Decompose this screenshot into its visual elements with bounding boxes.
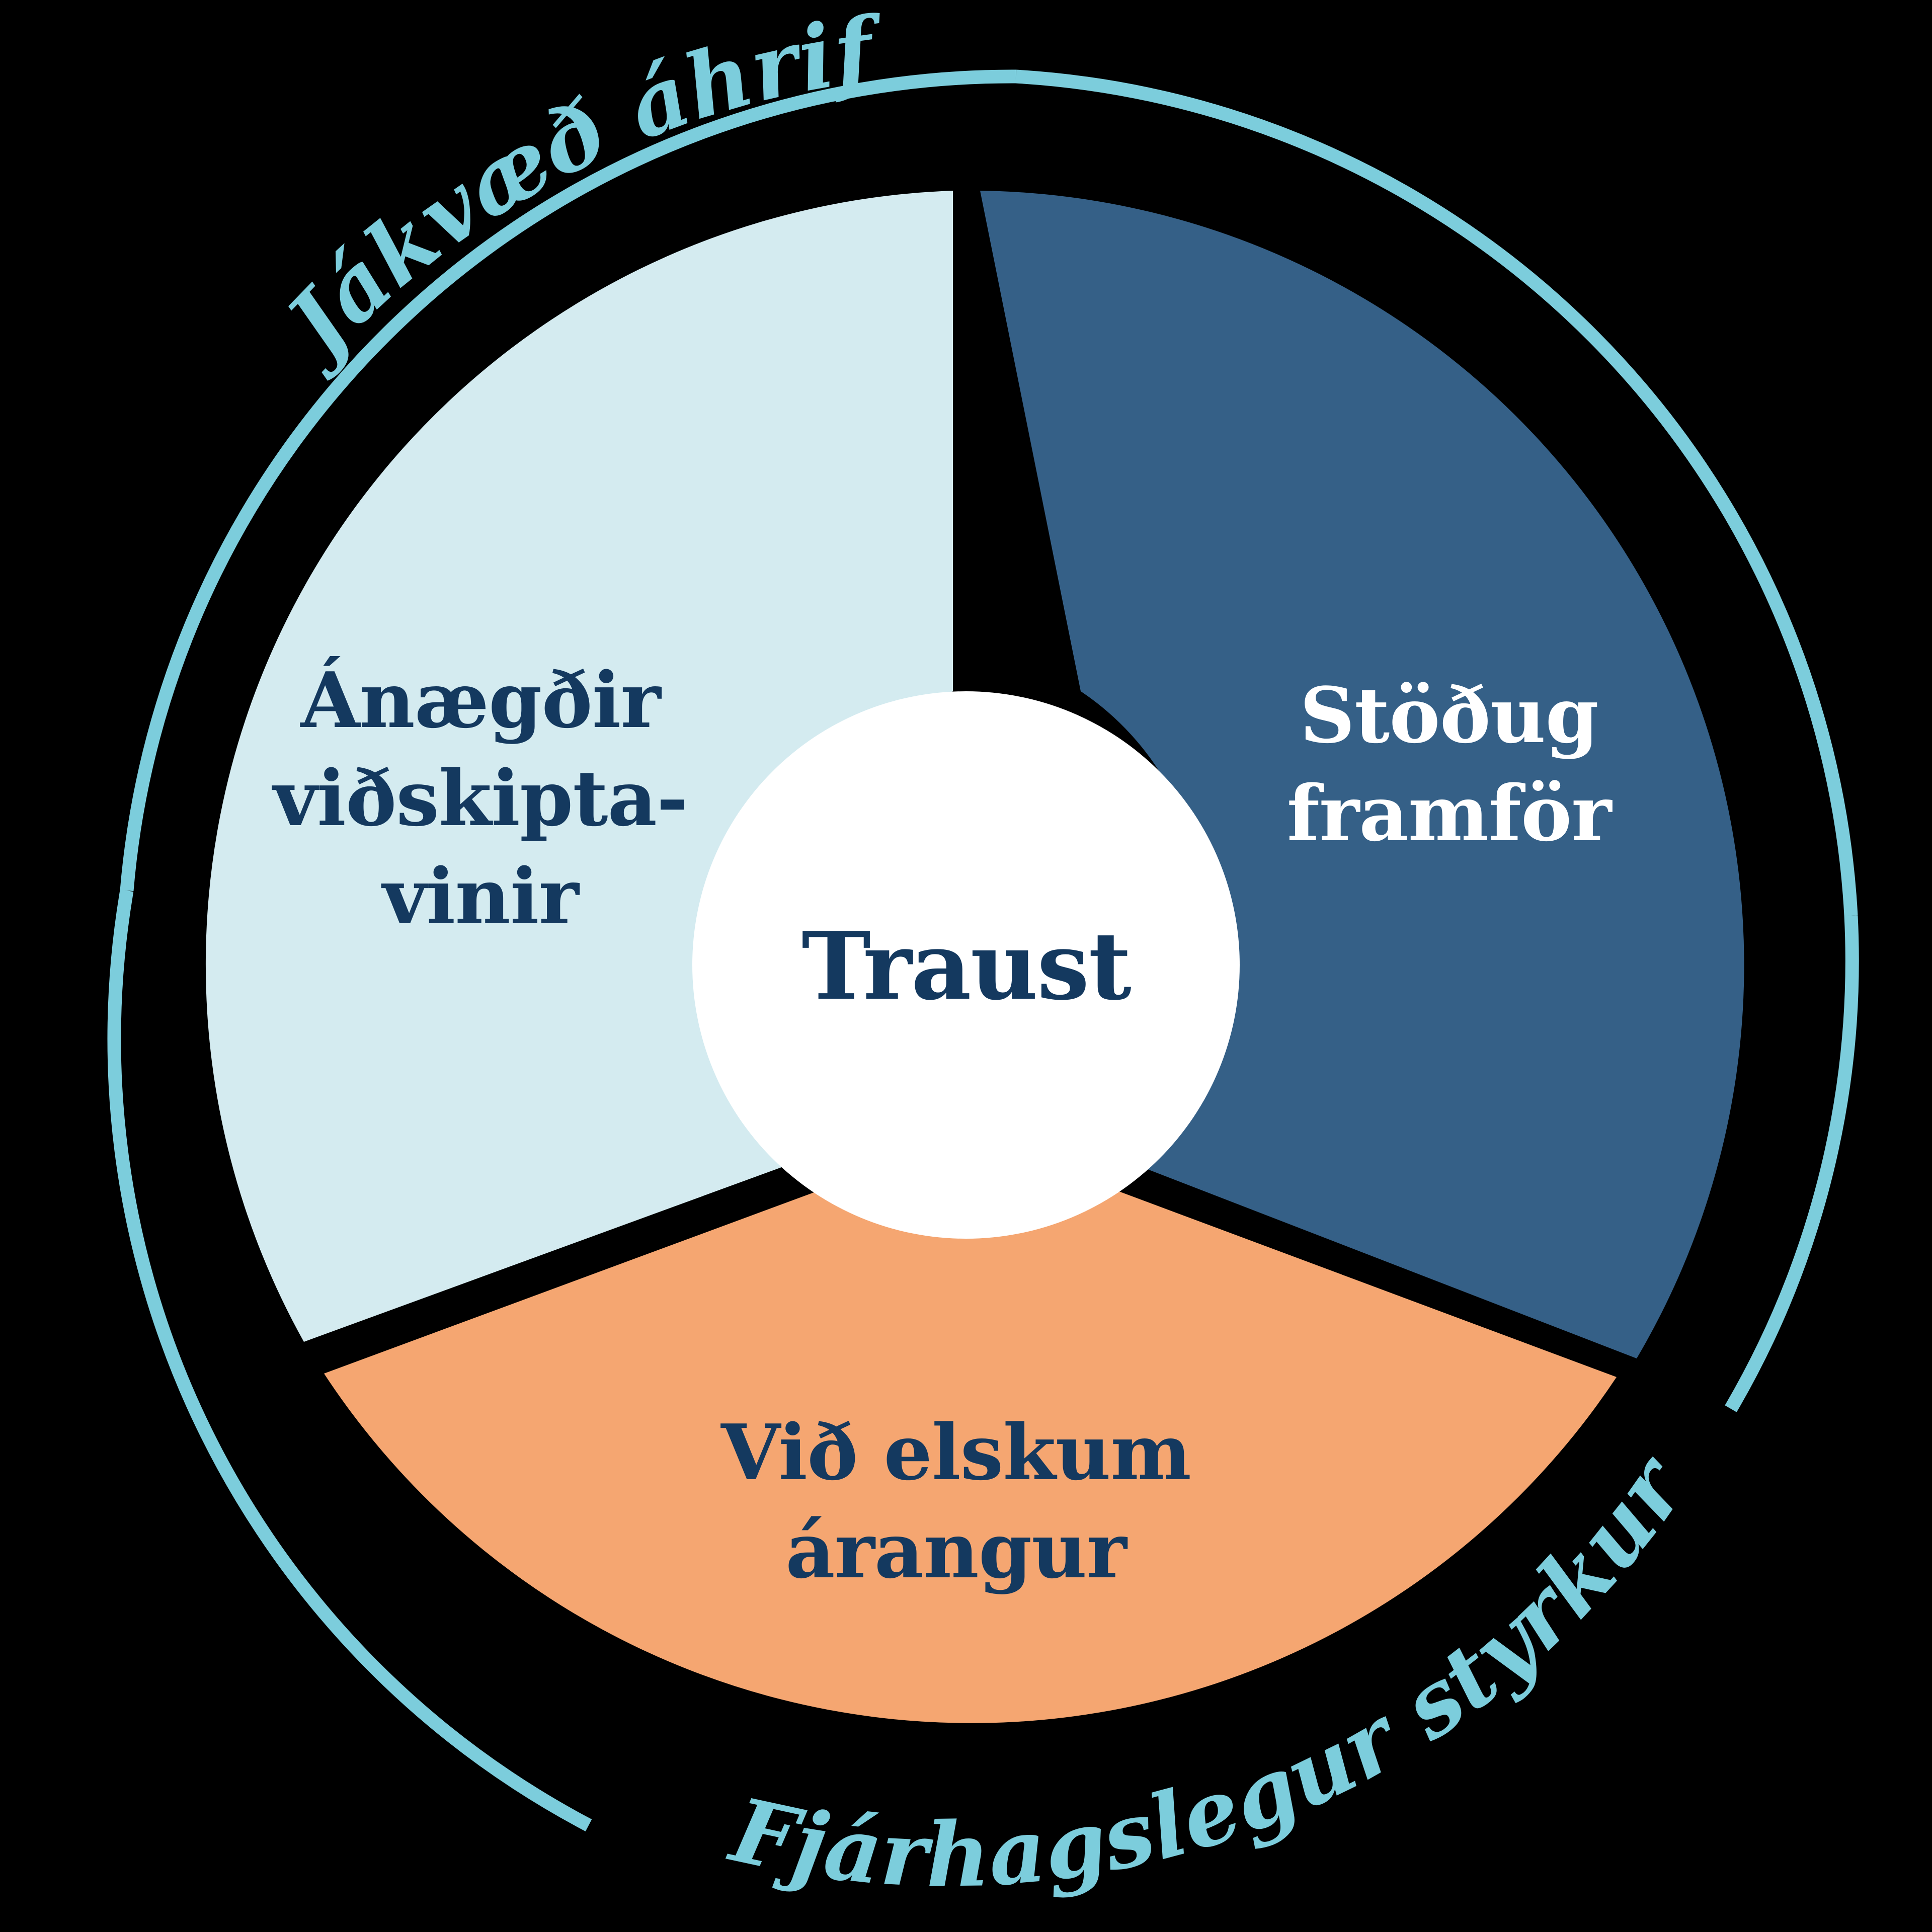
outer-ring-arcs: [107, 69, 1859, 1831]
segment-label-line: Stöðug: [1300, 670, 1598, 760]
segment-label-line: vinir: [381, 851, 580, 941]
outer-arc-left-lower: [107, 889, 592, 1831]
segment-label-line: viðskipta-: [272, 753, 688, 843]
outer-arc-positive-impact: [120, 69, 1016, 892]
center-hub[interactable]: [692, 691, 1240, 1239]
center-label: Traust: [801, 911, 1131, 1021]
segment-label-line: framför: [1287, 768, 1613, 858]
segment-label-line: Við elskum: [720, 1407, 1191, 1497]
outer-arc-right-upper: [1015, 69, 1858, 916]
outer-arc-financial-strength: [1725, 915, 1859, 1412]
segment-label-line: árangur: [785, 1505, 1128, 1595]
segment-label-we-love-results: Við elskum árangur: [720, 1407, 1191, 1595]
segment-label-steady-progress: Stöðug framför: [1287, 670, 1614, 858]
segment-we-love-results[interactable]: [324, 1171, 1617, 1723]
segment-label-line: Ánægðir: [299, 655, 662, 745]
segment-label-satisfied-customers: Ánægðir viðskipta- vinir: [272, 655, 688, 941]
